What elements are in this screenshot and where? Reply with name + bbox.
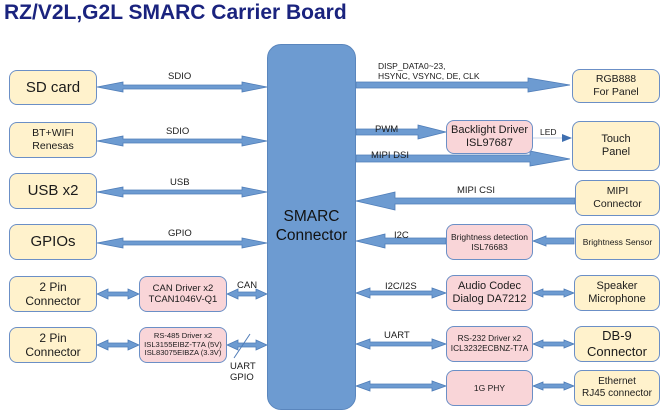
audio-codec-line2: Dialog DA7212 <box>452 293 527 305</box>
sd-card-box: SD card <box>9 70 97 105</box>
can-driver-line1: CAN Driver x2 <box>152 282 214 294</box>
bus-label-disp: DISP_DATA0~23, HSYNC, VSYNC, DE, CLK <box>378 61 480 82</box>
arrow-sdio-sd <box>96 81 268 93</box>
mipi-connector-line1: MIPI <box>606 185 629 198</box>
bus-slash-mark <box>233 333 251 359</box>
arrow-brightness-sensor <box>531 235 575 247</box>
bt-wifi-box: BT+WIFI Renesas <box>9 122 97 158</box>
brightness-detection-line1: Brightness detection <box>450 231 529 242</box>
bus-label-disp-line2: HSYNC, VSYNC, DE, CLK <box>378 70 480 81</box>
arrow-pwm <box>355 124 447 140</box>
brightness-sensor-box: Brightness Sensor <box>575 224 660 260</box>
arrow-can-connector <box>96 288 140 300</box>
rgb888-box: RGB888 For Panel <box>572 69 660 103</box>
diagram-title: RZ/V2L,G2L SMARC Carrier Board <box>4 1 347 24</box>
audio-codec-line1: Audio Codec <box>458 279 521 292</box>
can-connector-box: 2 Pin Connector <box>9 276 97 312</box>
mipi-connector-box: MIPI Connector <box>575 180 660 216</box>
speaker-mic-line2: Microphone <box>588 293 646 305</box>
rgb888-line1: RGB888 <box>595 73 637 86</box>
arrow-phy-ethernet <box>531 381 576 391</box>
rs485-driver-line2: ISL3155EIBZ-T7A (5V) <box>144 339 222 349</box>
bus-label-i2c: I2C <box>394 230 409 241</box>
bus-label-uart-right: UART <box>384 330 410 341</box>
ethernet-line1: Ethernet <box>598 376 636 387</box>
rs485-driver-box: RS-485 Driver x2 ISL3155EIBZ-T7A (5V) IS… <box>139 327 227 363</box>
bus-label-pwm: PWM <box>375 124 399 135</box>
rs232-driver-box: RS-232 Driver x2 ICL3232ECBNZ-T7A <box>446 326 533 362</box>
gphy-box: 1G PHY <box>446 370 533 406</box>
gpios-label: GPIOs <box>30 233 76 250</box>
bus-label-led: LED <box>540 127 557 137</box>
bus-label-uart-gpio: UART GPIO <box>230 361 256 384</box>
brightness-sensor-label: Brightness Sensor <box>582 236 653 247</box>
backlight-driver-line2: ISL97687 <box>465 137 514 149</box>
gpios-box: GPIOs <box>9 224 97 260</box>
arrow-rs232-db9 <box>531 339 576 349</box>
backlight-driver-box: Backlight Driver ISL97687 <box>446 120 533 154</box>
usb-box: USB x2 <box>9 173 97 209</box>
bus-label-usb: USB <box>170 177 190 188</box>
ethernet-line2: RJ45 connector <box>581 388 653 399</box>
bus-label-can: CAN <box>237 280 258 291</box>
arrow-disp-data <box>355 77 571 93</box>
rs485-driver-line3: ISL83075EIBZA (3.3V) <box>144 348 222 358</box>
audio-codec-box: Audio Codec Dialog DA7212 <box>446 275 533 311</box>
rs485-connector-line1: 2 Pin <box>39 330 67 345</box>
usb-label: USB x2 <box>27 182 79 199</box>
touch-panel-line2: Panel <box>601 146 631 158</box>
smarc-connector: SMARC Connector <box>267 44 356 410</box>
mipi-connector-line2: Connector <box>593 198 642 210</box>
bus-label-i2c-i2s: I2C/I2S <box>385 281 417 292</box>
bus-label-uart: UART <box>230 361 256 372</box>
speaker-mic-line1: Speaker <box>596 279 638 292</box>
bus-label-disp-line1: DISP_DATA0~23, <box>378 61 446 71</box>
arrow-mipi-dsi <box>355 150 571 167</box>
can-driver-box: CAN Driver x2 TCAN1046V-Q1 <box>139 276 227 312</box>
bus-label-mipi-csi: MIPI CSI <box>457 185 496 196</box>
speaker-mic-box: Speaker Microphone <box>574 275 660 311</box>
arrow-led-head <box>562 134 572 142</box>
touch-panel-line1: Touch <box>601 132 631 145</box>
ethernet-box: Ethernet RJ45 connector <box>574 370 660 406</box>
bus-label-sdio-2: SDIO <box>166 126 190 137</box>
bus-label-gpio: GPIO <box>168 228 192 239</box>
can-connector-line2: Connector <box>25 294 81 308</box>
db9-line2: Connector <box>587 344 647 359</box>
arrow-ethernet-smarc <box>354 380 448 392</box>
arrow-rs485-connector <box>96 339 140 351</box>
rgb888-line2: For Panel <box>593 86 639 98</box>
bt-wifi-label-line1: BT+WIFI <box>32 127 74 140</box>
brightness-detection-box: Brightness detection ISL76683 <box>446 224 533 260</box>
rs485-connector-box: 2 Pin Connector <box>9 327 97 363</box>
rs232-driver-line1: RS-232 Driver x2 <box>457 333 522 344</box>
bus-label-gpio2: GPIO <box>230 371 254 383</box>
arrow-audio-speaker <box>531 288 576 298</box>
backlight-driver-line1: Backlight Driver <box>450 123 529 136</box>
smarc-label-line2: Connector <box>275 227 348 244</box>
sd-card-label: SD card <box>25 78 81 96</box>
rs232-driver-line2: ICL3232ECBNZ-T7A <box>450 343 529 353</box>
rs485-driver-line1: RS-485 Driver x2 <box>153 330 213 340</box>
bt-wifi-label-line2: Renesas <box>32 140 74 152</box>
smarc-label-line1: SMARC <box>283 208 340 226</box>
rs485-connector-line2: Connector <box>25 345 81 359</box>
gphy-label: 1G PHY <box>473 382 506 393</box>
db9-line1: DB-9 <box>602 328 632 344</box>
touch-panel-box: Touch Panel <box>572 121 660 171</box>
db9-box: DB-9 Connector <box>574 326 660 362</box>
arrow-uart-gpio <box>226 339 268 351</box>
bus-label-mipi-dsi: MIPI DSI <box>371 150 410 161</box>
can-connector-line1: 2 Pin <box>39 279 67 294</box>
bus-label-sdio-1: SDIO <box>168 71 192 82</box>
can-driver-line2: TCAN1046V-Q1 <box>148 294 218 305</box>
brightness-detection-line2: ISL76683 <box>471 242 508 252</box>
